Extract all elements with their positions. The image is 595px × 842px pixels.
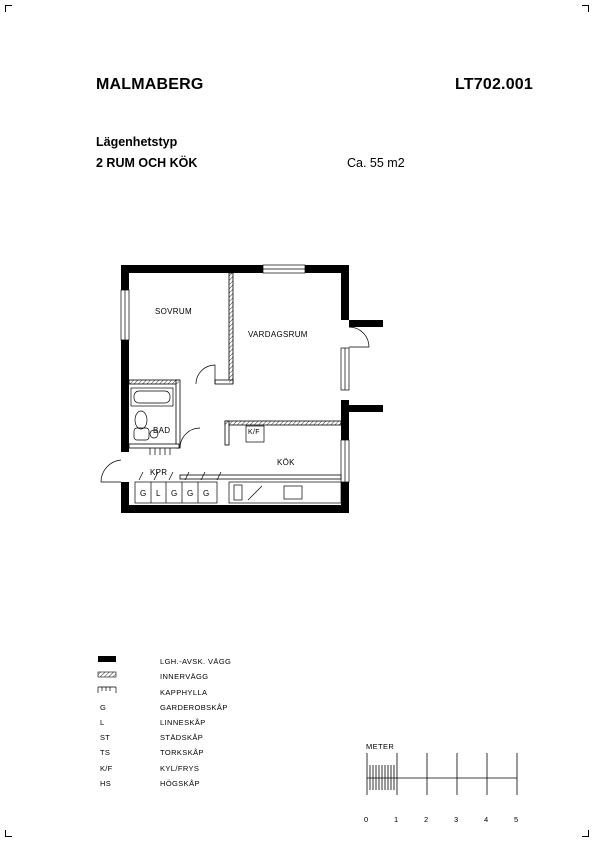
scale-tick: 0 — [364, 815, 369, 824]
crop-mark-top-left — [5, 5, 12, 12]
cabinet-label: G — [203, 489, 210, 498]
room-label-closet: KPR — [150, 468, 168, 477]
scale-label: METER — [366, 742, 395, 751]
room-label-bedroom: SOVRUM — [155, 307, 192, 316]
legend-text: GARDEROBSKÅP — [160, 703, 228, 712]
coat-shelf-symbol-icon — [97, 686, 117, 693]
legend-key: ST — [100, 733, 111, 742]
scale-tick: 3 — [454, 815, 459, 824]
crop-mark-bottom-right — [582, 830, 589, 837]
cabinet-label: G — [187, 489, 194, 498]
scale-tick: 1 — [394, 815, 399, 824]
windows — [120, 264, 350, 483]
room-label-kitchen: KÖK — [277, 458, 295, 467]
legend-text: TORKSKÅP — [160, 748, 204, 757]
legend-key: K/F — [100, 764, 113, 773]
legend-text: INNERVÄGG — [160, 672, 209, 681]
legend-key: G — [100, 703, 107, 712]
wall-symbol-icon — [98, 656, 116, 662]
legend-text: LINNESKÅP — [160, 718, 206, 727]
legend-text: KYL/FRYS — [160, 764, 200, 773]
legend-text: LGH.-AVSK. VÄGG — [160, 657, 232, 666]
closet-cabinets — [134, 471, 222, 504]
project-name: MALMABERG — [96, 76, 204, 93]
drawing-code: LT702.001 — [455, 76, 533, 93]
cabinet-label: L — [156, 489, 161, 498]
bathroom-fixtures — [130, 387, 174, 455]
legend-text: HÖGSKÅP — [160, 779, 200, 788]
apartment-type-label: Lägenhetstyp — [96, 135, 178, 149]
legend-text: STÄDSKÅP — [160, 733, 204, 742]
inner-wall-symbol-icon — [97, 671, 117, 678]
scale-tick: 5 — [514, 815, 519, 824]
kitchen-counter — [228, 425, 342, 504]
crop-mark-bottom-left — [5, 830, 12, 837]
room-label-living: VARDAGSRUM — [248, 330, 308, 339]
doors — [100, 326, 370, 483]
legend-symbols — [97, 656, 117, 693]
scale-tick: 4 — [484, 815, 489, 824]
room-label-bath: BAD — [153, 426, 171, 435]
apartment-type: 2 RUM OCH KÖK — [96, 156, 198, 170]
inner-wall-hatching — [129, 273, 341, 425]
scale-tick: 2 — [424, 815, 429, 824]
legend-key: L — [100, 718, 105, 727]
scale-bar — [366, 753, 518, 795]
crop-mark-top-right — [582, 5, 589, 12]
cabinet-label: G — [171, 489, 178, 498]
cabinet-label: G — [140, 489, 147, 498]
legend-key: TS — [100, 748, 111, 757]
legend-key: HS — [100, 779, 112, 788]
inner-walls — [128, 272, 342, 480]
apartment-area: Ca. 55 m2 — [347, 156, 405, 170]
legend-text: KAPPHYLLA — [160, 688, 208, 697]
fridge-label: K/F — [248, 429, 260, 436]
